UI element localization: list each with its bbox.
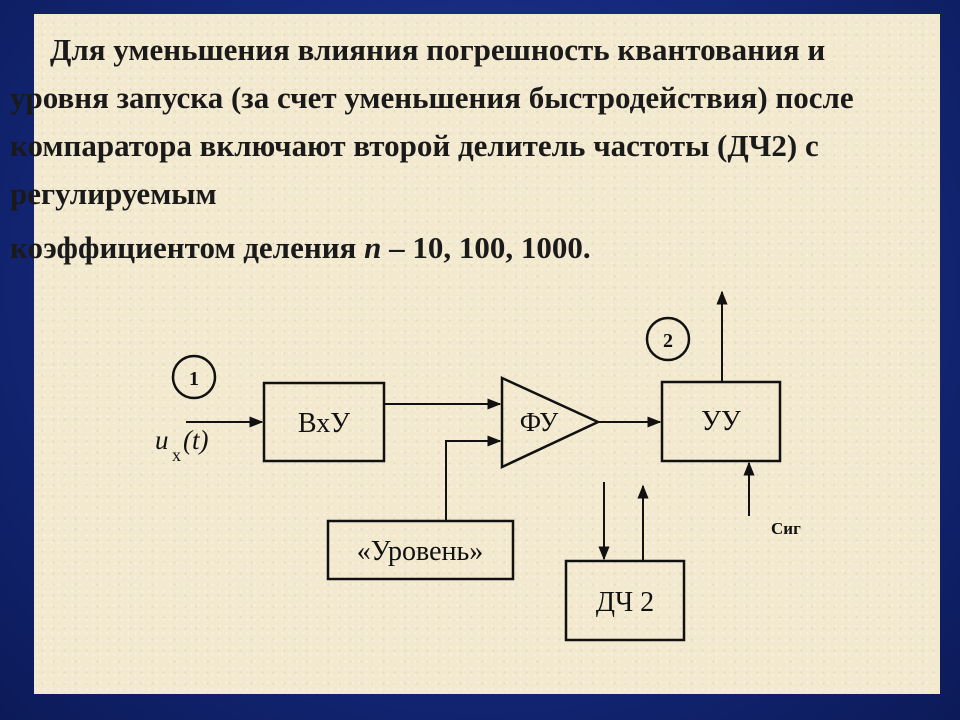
input-label-subscript: x bbox=[172, 445, 181, 465]
block-fu-label: ФУ bbox=[520, 407, 559, 437]
paragraph-text-before-n: коэффициентом деления bbox=[10, 230, 365, 265]
arrow-level-to-fu bbox=[445, 435, 502, 521]
description-paragraph: Для уменьшения влияния погрешность квант… bbox=[10, 26, 890, 272]
block-dch2-frame bbox=[564, 559, 686, 642]
marker-1-circle bbox=[171, 354, 217, 400]
paragraph-text-after-n: – 10, 100, 1000. bbox=[381, 230, 591, 265]
signal-label: Сиг bbox=[771, 519, 801, 538]
block-fu-triangle bbox=[500, 376, 601, 469]
input-label-main: u bbox=[155, 425, 169, 455]
block-vxu-label: ВхУ bbox=[298, 408, 350, 439]
input-label-argument: (t) bbox=[183, 425, 208, 455]
paragraph-last-line: коэффициентом деления n – 10, 100, 1000. bbox=[10, 224, 890, 272]
slide bbox=[34, 14, 940, 694]
block-level-frame bbox=[326, 519, 515, 581]
marker-1-label: 1 bbox=[189, 368, 199, 390]
block-dch2-label: ДЧ 2 bbox=[596, 587, 654, 618]
block-vxu-frame bbox=[262, 381, 386, 463]
block-uu-label: УУ bbox=[701, 406, 741, 437]
variable-n: n bbox=[364, 230, 382, 265]
marker-2-circle bbox=[645, 316, 691, 362]
block-level-label: «Уровень» bbox=[357, 536, 484, 567]
marker-2-label: 2 bbox=[663, 330, 673, 352]
paragraph-text-main: Для уменьшения влияния погрешность квант… bbox=[10, 32, 854, 211]
